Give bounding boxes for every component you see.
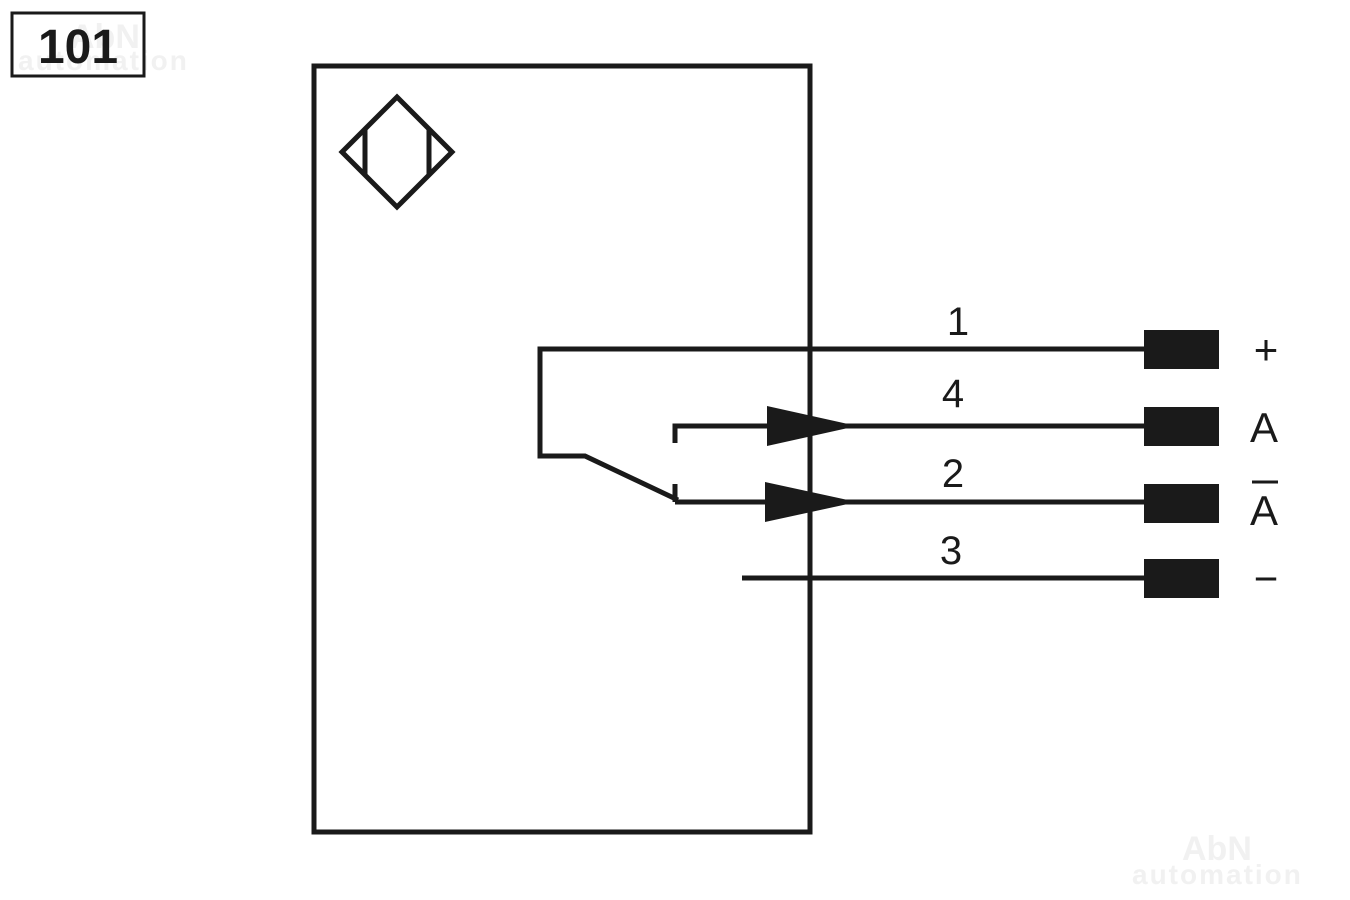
watermark-bottom: AbN automation	[1132, 830, 1303, 890]
badge-frame	[10, 11, 146, 78]
wire-1-label: +	[1254, 326, 1279, 373]
wire-3: 3 −	[742, 529, 1278, 602]
wire-4-terminal	[1144, 407, 1219, 446]
watermark-tagline-top: automation	[18, 45, 189, 76]
watermark-brand-top: AbN	[70, 18, 140, 56]
wire-3-terminal	[1144, 559, 1219, 598]
wire-1: 1 +	[808, 300, 1278, 373]
watermark-brand-bottom: AbN	[1182, 830, 1252, 868]
wire-1-number: 1	[947, 300, 969, 344]
sensor-housing	[311, 63, 813, 835]
wire-2-number: 2	[942, 452, 964, 496]
wire-2-terminal	[1144, 484, 1219, 523]
wire-4: 4 A	[767, 372, 1278, 451]
wire-2-label: A	[1250, 487, 1278, 534]
watermark-top: AbN automation	[18, 18, 189, 76]
wire-2-arrow	[765, 482, 857, 522]
inductive-sensor-icon	[338, 93, 456, 211]
wire-2: 2 A	[675, 452, 1278, 534]
watermark-tagline-bottom: automation	[1132, 859, 1303, 890]
wire-1-terminal	[1144, 330, 1219, 369]
wire-4-label: A	[1250, 404, 1278, 451]
wire-3-number: 3	[940, 529, 962, 573]
wire-4-number: 4	[942, 372, 964, 416]
badge-number: 101	[38, 21, 118, 74]
wire-3-label: −	[1254, 555, 1279, 602]
changeover-switch	[537, 346, 810, 503]
wire-4-arrow	[767, 406, 857, 446]
diagram-number-badge: 101	[10, 11, 146, 78]
